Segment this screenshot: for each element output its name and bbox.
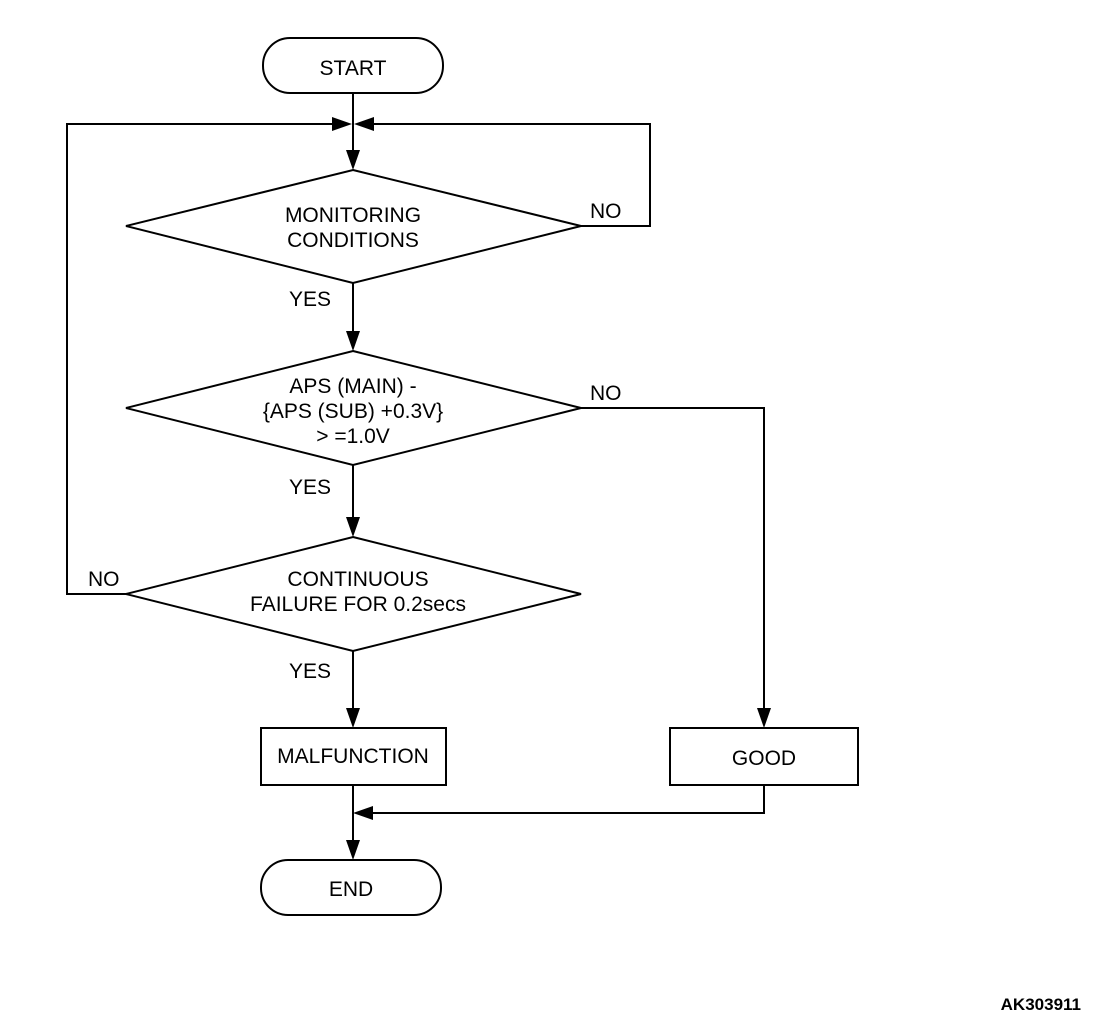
monitoring-yes-label: YES bbox=[289, 288, 331, 311]
continuous-line-2: FAILURE FOR 0.2secs bbox=[250, 593, 466, 616]
monitoring-line-1: MONITORING bbox=[285, 204, 421, 227]
arrowhead-continuous bbox=[346, 517, 360, 537]
connector-monitoring-no-loop bbox=[374, 123, 651, 227]
arrowhead-good-merge bbox=[353, 806, 373, 820]
aps-line-2: {APS (SUB) +0.3V} bbox=[263, 400, 443, 423]
arrowhead-left-loop bbox=[332, 117, 352, 131]
good-label: GOOD bbox=[732, 747, 796, 770]
arrowhead-aps bbox=[346, 331, 360, 351]
aps-line-1: APS (MAIN) - bbox=[289, 375, 416, 398]
end-terminator bbox=[260, 859, 442, 916]
end-label: END bbox=[329, 878, 373, 901]
malfunction-label: MALFUNCTION bbox=[277, 745, 429, 768]
monitoring-line-2: CONDITIONS bbox=[287, 229, 419, 252]
start-label: START bbox=[320, 57, 387, 80]
continuous-yes-label: YES bbox=[289, 660, 331, 683]
arrowhead-end bbox=[346, 840, 360, 860]
arrowhead-right-loop bbox=[354, 117, 374, 131]
continuous-no-label: NO bbox=[88, 568, 120, 591]
aps-line-3: > =1.0V bbox=[316, 425, 390, 448]
connector-aps-no-good bbox=[581, 407, 765, 708]
continuous-line-1: CONTINUOUS bbox=[287, 568, 428, 591]
connector-continuous-no-loop bbox=[66, 123, 332, 595]
connector-good-end bbox=[373, 785, 765, 814]
arrowhead-malfunction bbox=[346, 708, 360, 728]
arrowhead-good bbox=[757, 708, 771, 728]
arrowhead-monitoring bbox=[346, 150, 360, 170]
monitoring-no-label: NO bbox=[590, 200, 622, 223]
aps-no-label: NO bbox=[590, 382, 622, 405]
figure-code: AK303911 bbox=[1001, 995, 1081, 1014]
aps-yes-label: YES bbox=[289, 476, 331, 499]
